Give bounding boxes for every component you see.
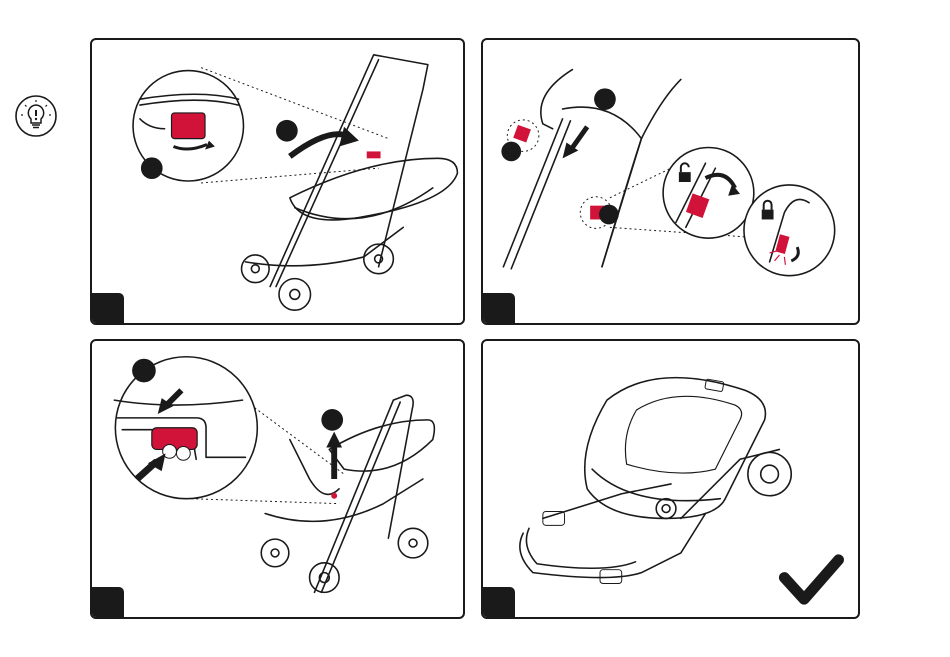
step-panel-3	[90, 339, 465, 619]
seat-lift-illustration	[92, 341, 463, 617]
step-panel-1	[90, 38, 465, 325]
step-number-badge	[91, 293, 124, 324]
step-panel-2	[481, 38, 860, 325]
step-number-badge	[482, 587, 515, 618]
step-marker	[321, 409, 343, 431]
lightbulb-icon	[14, 94, 58, 138]
check-mark-icon	[784, 560, 838, 599]
seat-release-button-red	[171, 113, 205, 139]
step-marker	[276, 120, 298, 142]
step-panel-4	[481, 339, 860, 619]
wheel-rear	[364, 244, 394, 274]
step-number-badge	[91, 587, 124, 618]
step-marker	[132, 359, 156, 383]
step-marker	[141, 157, 163, 179]
step-number-badge	[482, 293, 515, 324]
step-marker	[599, 205, 619, 225]
handlebar-fold-illustration	[483, 40, 858, 323]
seat-release-illustration	[92, 40, 463, 323]
folded-stroller-illustration	[483, 341, 858, 617]
step-marker	[501, 142, 521, 162]
step-marker	[594, 88, 616, 110]
